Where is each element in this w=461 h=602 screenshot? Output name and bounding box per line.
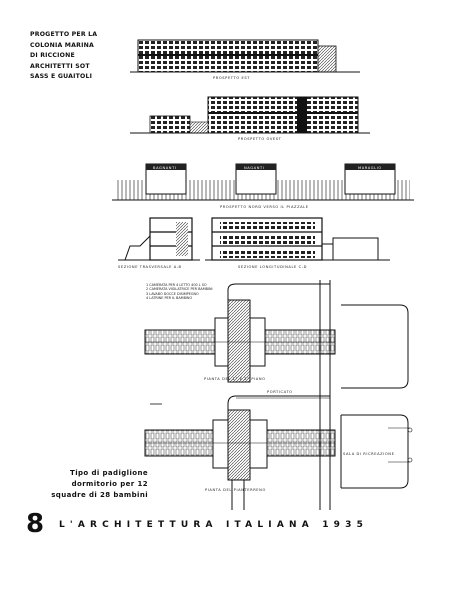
legend-line: 2 CAMERATA VIGILATRICE PER BAMBINI — [146, 287, 213, 292]
section-transverse — [118, 217, 200, 261]
label-naganti: NAGANTI — [244, 166, 265, 170]
title-line: DI RICCIONE — [30, 52, 75, 59]
page-number: 8 — [26, 509, 45, 539]
floor-plan-upper — [144, 283, 336, 383]
label-porticato: PORTICATO — [267, 390, 293, 394]
label-sala-ricreazione: SALA DI RICREAZIONE — [343, 452, 395, 456]
label-pianta-piani: PIANTA DEL 1° E 2° PIANO — [204, 377, 266, 381]
caption-line: squadre di 28 bambini — [51, 491, 148, 499]
legend-line: 3 LAVABO DOCCE DISIMPEGNO — [146, 291, 199, 296]
project-title: PROGETTO PER LA COLONIA MARINA DI RICCIO… — [30, 30, 112, 83]
title-line: COLONIA MARINA — [30, 41, 94, 49]
label-sezione-longitudinale: SEZIONE LONGITUDINALE C-D — [238, 265, 308, 269]
elevation-north — [112, 163, 414, 201]
elevation-east — [130, 39, 360, 73]
journal-title: L'ARCHITETTURA ITALIANA 1935 — [59, 520, 369, 530]
elevation-west — [130, 96, 370, 134]
caption-line: dormitorio per 12 — [71, 480, 148, 488]
label-prospetto-est: PROSPETTO EST — [213, 76, 251, 80]
legend-line: 4 LATRINE PER IL BAMBINO — [146, 295, 193, 300]
legend-line: 1 CAMERATA PER 4 LETTO 400 L SO — [146, 283, 207, 287]
site-lines — [150, 280, 413, 510]
title-line: SASS E GUAITOLI — [30, 73, 93, 80]
label-sezione-trasversale: SEZIONE TRASVERSALE A-B — [118, 265, 182, 269]
caption-line: Tipo di padiglione — [70, 469, 148, 477]
label-bagnanti: BAGNANTI — [153, 166, 177, 170]
title-line: ARCHITETTI SOT — [30, 62, 90, 70]
title-line: PROGETTO PER LA — [30, 31, 98, 38]
floor-plan-ground — [144, 395, 336, 481]
label-prospetto-nord: PROSPETTO NORD VERSO IL PIAZZALE — [220, 205, 309, 209]
label-pianta-pianterreno: PIANTA DEL PIANTERRENO — [205, 488, 266, 492]
label-prospetto-ovest: PROSPETTO OVEST — [238, 137, 282, 141]
plan-legend: 1 CAMERATA PER 4 LETTO 400 L SO 2 CAMERA… — [146, 283, 213, 300]
figure-caption: Tipo di padiglione dormitorio per 12 squ… — [28, 468, 148, 501]
label-maraglio: MARAGLIO — [358, 166, 382, 170]
section-longitudinal — [205, 217, 390, 261]
